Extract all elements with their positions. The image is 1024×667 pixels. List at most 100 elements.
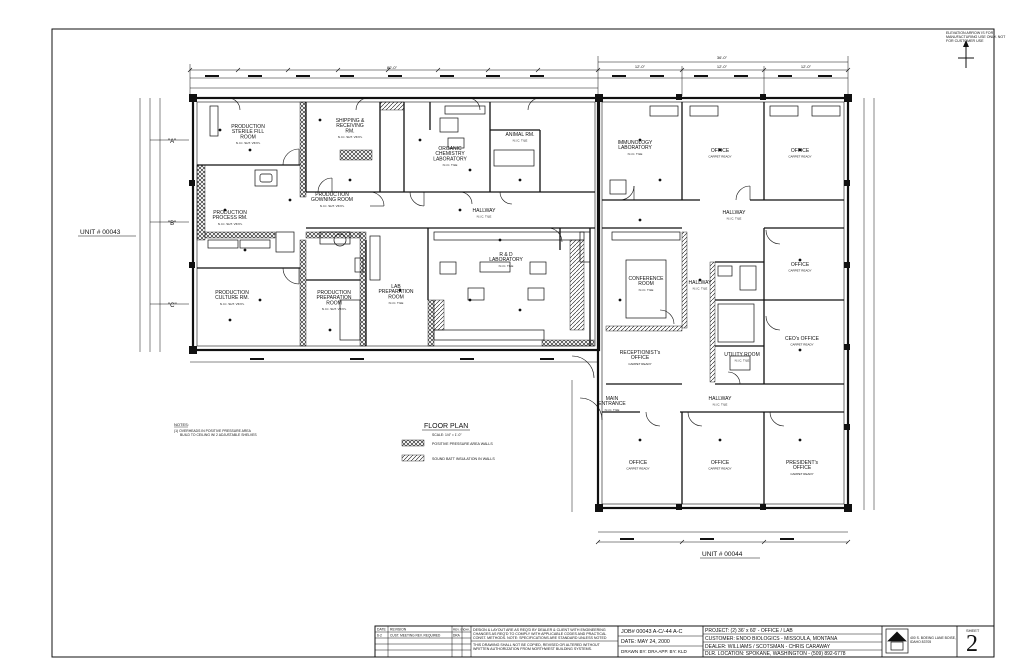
legend-label-crosshatch: POSITIVE PRESSURE AREA WALLS bbox=[432, 442, 493, 446]
room-finish: CARPET READY bbox=[790, 472, 813, 476]
room-name: HALLWAY bbox=[473, 208, 497, 214]
room-name: LABORATORY bbox=[618, 145, 652, 151]
room-name: R & D bbox=[499, 252, 513, 258]
room-name: MAIN bbox=[606, 396, 619, 402]
casework bbox=[207, 105, 841, 371]
room-name: STERILE FILL bbox=[232, 129, 264, 135]
company-logo-icon bbox=[885, 628, 909, 654]
room-name: CULTURE RM. bbox=[215, 295, 249, 301]
room-name: LABORATORY bbox=[433, 156, 467, 162]
dimension-ticks bbox=[187, 67, 851, 545]
grid-markers bbox=[150, 139, 189, 305]
room-name: ROOM bbox=[388, 294, 404, 300]
lab-counters bbox=[339, 101, 585, 331]
dimension-marks bbox=[205, 75, 832, 540]
elevation-arrow-icon bbox=[958, 40, 974, 68]
title-block-drawn: DRAWN BY: DRA APP. BY: KLD bbox=[621, 648, 687, 654]
title-block-job: JOB# 00043 A-C/-44 A-C bbox=[621, 629, 683, 635]
room-finish: N.I.C. TILE bbox=[727, 217, 742, 221]
room-name: ROOM bbox=[638, 281, 654, 287]
floor-plan-title: FLOOR PLAN bbox=[424, 423, 468, 430]
room-name: CHEMISTRY bbox=[435, 151, 465, 157]
room-name: HALLWAY bbox=[723, 210, 747, 216]
room-finish: CARPET READY bbox=[788, 269, 811, 273]
rev-row-by: DRA bbox=[453, 634, 461, 638]
grid-label-c: "C" bbox=[168, 303, 177, 309]
room-finish: N.I.C. TILE bbox=[443, 163, 458, 167]
room-name: SHIPPING & bbox=[336, 118, 365, 124]
elevation-note-1: ELEVATION ARROW IS FOR bbox=[946, 31, 994, 35]
room-finish: N.I.C. TILE bbox=[735, 359, 750, 363]
room-finish: N.I.C. SHT. VINYL bbox=[236, 141, 261, 145]
room-name: RM. bbox=[345, 128, 354, 134]
title-block-location: DLR. LOCATION: SPOKANE, WASHINGTON - (50… bbox=[705, 651, 846, 657]
title-block-company-address: 400 S. BOEING LANE BOISE, IDAHO 83705 bbox=[910, 636, 956, 644]
room-name: OFFICE bbox=[793, 465, 812, 471]
room-finish: CARPET READY bbox=[708, 155, 731, 159]
unit-label-44: UNIT # 00044 bbox=[702, 551, 743, 558]
room-name: HALLWAY bbox=[689, 280, 713, 286]
room-name: PRODUCTION bbox=[317, 290, 351, 296]
rev-header-date: DATE bbox=[377, 628, 387, 632]
room-name: CEO's OFFICE bbox=[785, 336, 820, 342]
elevation-note-2: MANUFACTURING USE ONLY. NOT bbox=[946, 35, 1006, 39]
room-name: PREPARATION bbox=[378, 289, 413, 295]
sheet-label: SHEET bbox=[966, 628, 980, 633]
room-name: UTILITY ROOM bbox=[724, 352, 759, 358]
room-finish: N.I.C. SHT. VINYL bbox=[218, 222, 243, 226]
room-finish: N.I.C. TILE bbox=[605, 408, 620, 412]
title-block-dealer: DEALER: WILLIAMS / SCOTSMAN - CHRIS CARA… bbox=[705, 643, 831, 650]
room-finish: CARPET READY bbox=[628, 362, 651, 366]
dim-bay-1: 12'-0" bbox=[635, 64, 646, 69]
door-swings bbox=[227, 97, 785, 427]
room-finish: CARPET READY bbox=[790, 343, 813, 347]
room-name: ROOM bbox=[326, 300, 342, 306]
room-name: PROCESS RM. bbox=[212, 215, 247, 221]
room-name: RECEPTIONIST's bbox=[620, 350, 661, 356]
room-name: PRODUCTION bbox=[231, 124, 265, 130]
room-name: LAB bbox=[391, 284, 401, 290]
columns bbox=[189, 94, 852, 512]
title-block-customer: CUSTOMER: ENDO BIOLOGICS - MISSOULA, MON… bbox=[705, 635, 838, 642]
room-finish: N.I.C. TILE bbox=[628, 152, 643, 156]
rev-header-by: REV. BY bbox=[453, 628, 465, 632]
electrical-symbols bbox=[218, 118, 802, 442]
legend-swatch-diagonal bbox=[401, 454, 425, 462]
room-finish: N.I.C. TILE bbox=[389, 301, 404, 305]
dim-bay-2: 12'-0" bbox=[717, 64, 728, 69]
dim-bay-3: 12'-0" bbox=[801, 64, 812, 69]
unit-label-43: UNIT # 00043 bbox=[80, 229, 121, 236]
room-finish: N.I.C. TILE bbox=[693, 287, 708, 291]
room-finish: N.I.C. SHT. VINYL bbox=[220, 302, 245, 306]
title-block-project: PROJECT: (2) 36' x 60' - OFFICE / LAB bbox=[705, 627, 793, 634]
title-block-date: DATE: MAY 24, 2000 bbox=[621, 638, 670, 645]
room-name: HALLWAY bbox=[709, 396, 733, 402]
room-finish: N.I.C. SHT. VINYL bbox=[320, 204, 345, 208]
room-finish: N.I.C. TILE bbox=[639, 288, 654, 292]
room-name: ORGANIC bbox=[438, 146, 462, 152]
grid-label-b: "B" bbox=[168, 221, 176, 227]
room-name: ROOM bbox=[240, 134, 256, 140]
rev-row-revision: CUST. MEETING REV. REQUIRED bbox=[390, 634, 441, 638]
interior-walls-unit44 bbox=[602, 102, 844, 504]
title-block-disclaimer-2: THIS DRAWING SHALL NOT BE COPIED, REVISE… bbox=[473, 643, 600, 652]
room-finish: N.I.C. TILE bbox=[713, 403, 728, 407]
room-name: OFFICE bbox=[631, 355, 650, 361]
sound-batt-walls bbox=[605, 231, 716, 383]
room-name: OFFICE bbox=[791, 262, 810, 268]
sheet-number: 2 bbox=[966, 631, 978, 657]
positive-pressure-walls bbox=[196, 101, 595, 347]
room-name: OFFICE bbox=[711, 460, 730, 466]
notes-line-1: (1) OVERHEADS IN POSITIVE PRESSURE AREA bbox=[174, 429, 252, 433]
floor-plan-scale: SCALE: 1/4" = 1'-0" bbox=[432, 433, 462, 437]
room-finish: N.I.C. TILE bbox=[499, 264, 514, 268]
notes-title: NOTES: bbox=[174, 422, 189, 427]
legend-label-diagonal: SOUND BATT INSULATION IN WALLS bbox=[432, 457, 495, 461]
interior-walls-unit43 bbox=[197, 102, 595, 346]
room-name: IMMUNOLOGY bbox=[618, 140, 653, 146]
room-finish: CARPET READY bbox=[626, 467, 649, 471]
room-name: PRESIDENT's bbox=[786, 460, 819, 466]
